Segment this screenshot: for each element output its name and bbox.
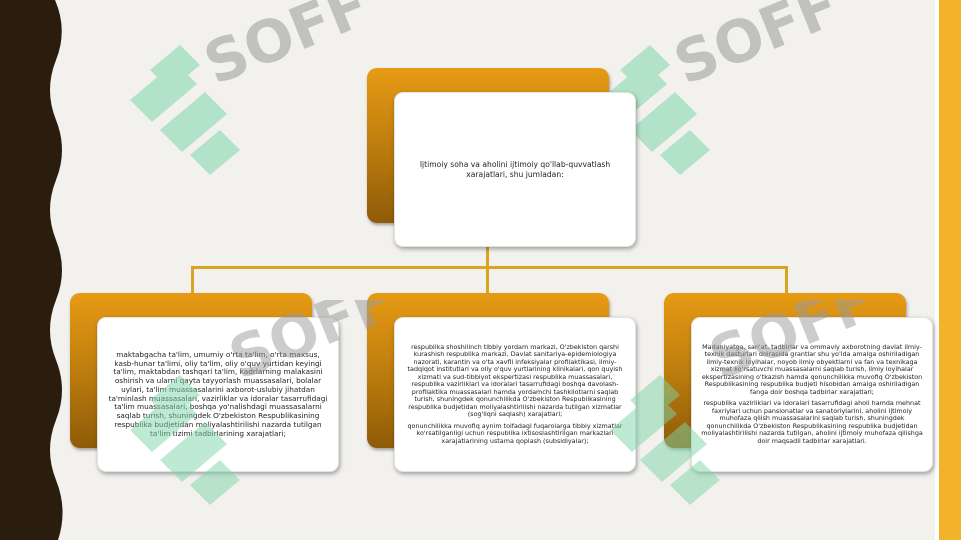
child-node-1-paragraph: maktabgacha ta'lim, umumiy o'rta ta'lim,… xyxy=(108,349,328,438)
connector-vertical-right xyxy=(785,266,788,296)
root-node: Ijtimoiy soha va aholini ijtimoiy qo'lla… xyxy=(394,92,636,247)
child-node-2-paragraph-1: respublika shoshilinch tibbiy yordam mar… xyxy=(407,342,623,419)
child-node-2-text: respublika shoshilinch tibbiy yordam mar… xyxy=(403,342,627,445)
left-decorative-band xyxy=(0,0,63,540)
watermark-logo: SOFF xyxy=(120,0,400,190)
child-node-2-paragraph-2: qonunchilikka muvofiq aynim toifadagi fu… xyxy=(407,421,623,445)
child-node-3-paragraph-1: Madaniyatga, san'at, tadbirlar va ommavi… xyxy=(701,342,923,396)
child-node-3: Madaniyatga, san'at, tadbirlar va ommavi… xyxy=(691,317,933,472)
svg-text:SOFF: SOFF xyxy=(665,0,848,98)
connector-horizontal xyxy=(191,266,787,269)
child-node-3-text: Madaniyatga, san'at, tadbirlar va ommavi… xyxy=(700,342,924,445)
connector-vertical-root xyxy=(486,246,489,268)
root-node-text: Ijtimoiy soha va aholini ijtimoiy qo'lla… xyxy=(419,160,611,179)
connector-vertical-left xyxy=(191,266,194,296)
soff-logo-icon xyxy=(130,45,240,175)
svg-text:SOFF: SOFF xyxy=(195,0,378,98)
child-node-3-paragraph-2: respublika vazirliklari va idoralari tas… xyxy=(701,399,923,445)
child-node-1: maktabgacha ta'lim, umumiy o'rta ta'lim,… xyxy=(97,317,339,472)
accent-stripe xyxy=(935,0,961,540)
connector-vertical-middle xyxy=(486,266,489,296)
child-node-1-text: maktabgacha ta'lim, umumiy o'rta ta'lim,… xyxy=(106,349,330,439)
child-node-2: respublika shoshilinch tibbiy yordam mar… xyxy=(394,317,636,472)
